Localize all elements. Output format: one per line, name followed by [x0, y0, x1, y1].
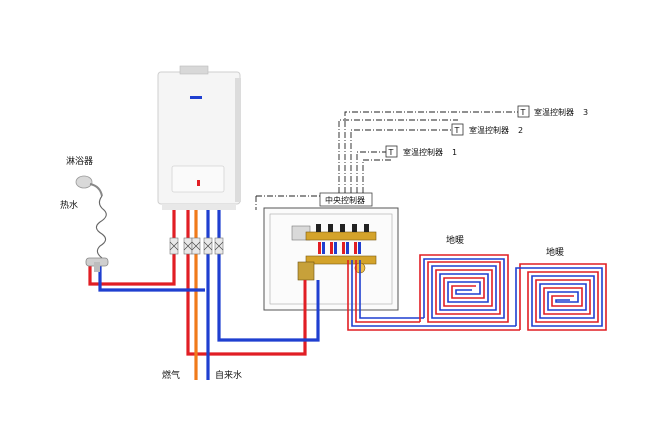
thermostat-2-label: 室温控制器: [469, 125, 509, 135]
thermostat-3-label: 室温控制器: [534, 107, 574, 117]
manifold-icon: [297, 224, 377, 281]
valve-icon: [191, 237, 201, 255]
shower-head-icon: [75, 175, 103, 197]
shower-label: 淋浴器: [66, 155, 93, 167]
central-controller-box: [319, 192, 373, 207]
floor-heating-loop-2: 地暖: [515, 246, 607, 331]
thermostat-1: T 室温控制器 1: [385, 145, 457, 158]
thermostat-icon: [385, 145, 398, 158]
thermostat-3-number: 3: [583, 108, 588, 117]
valve-icon: [214, 237, 224, 255]
thermostat-icon: [451, 123, 464, 136]
gas-label: 燃气: [162, 369, 180, 381]
thermostat-2: T 室温控制器 2: [451, 123, 523, 136]
floor-heating-1-label: 地暖: [446, 234, 464, 246]
thermostat-icon: [517, 105, 530, 118]
shower-hose: [95, 195, 107, 259]
boiler-logo-icon: [190, 96, 202, 99]
control-wiring: [255, 111, 522, 210]
faucet-icon: [85, 257, 109, 272]
valve-icon: [203, 237, 213, 255]
thermostat-2-number: 2: [518, 126, 523, 135]
tap-water-label: 自来水: [215, 369, 242, 381]
valve-icon: [183, 237, 193, 255]
shower: 淋浴器 热水: [60, 155, 109, 272]
valve-row: [169, 237, 224, 255]
floor-heating-feed-pipes: [347, 260, 520, 331]
floor-heating-loop-1: 地暖: [419, 234, 509, 323]
thermostat-1-number: 1: [452, 148, 457, 157]
hot-water-label: 热水: [60, 199, 78, 211]
boiler-control-panel: [171, 165, 225, 193]
floor-heating-2-label: 地暖: [546, 246, 564, 258]
svg-text:T: T: [454, 126, 460, 135]
svg-text:T: T: [388, 148, 394, 157]
svg-text:T: T: [520, 108, 526, 117]
thermostat-3: T 室温控制器 3: [517, 105, 588, 118]
valve-icon: [169, 237, 179, 255]
manifold-cabinet: 中央控制器: [263, 192, 399, 320]
thermostat-1-label: 室温控制器: [403, 147, 443, 157]
wall-mounted-boiler: [157, 65, 241, 210]
central-controller-label: 中央控制器: [325, 195, 365, 205]
